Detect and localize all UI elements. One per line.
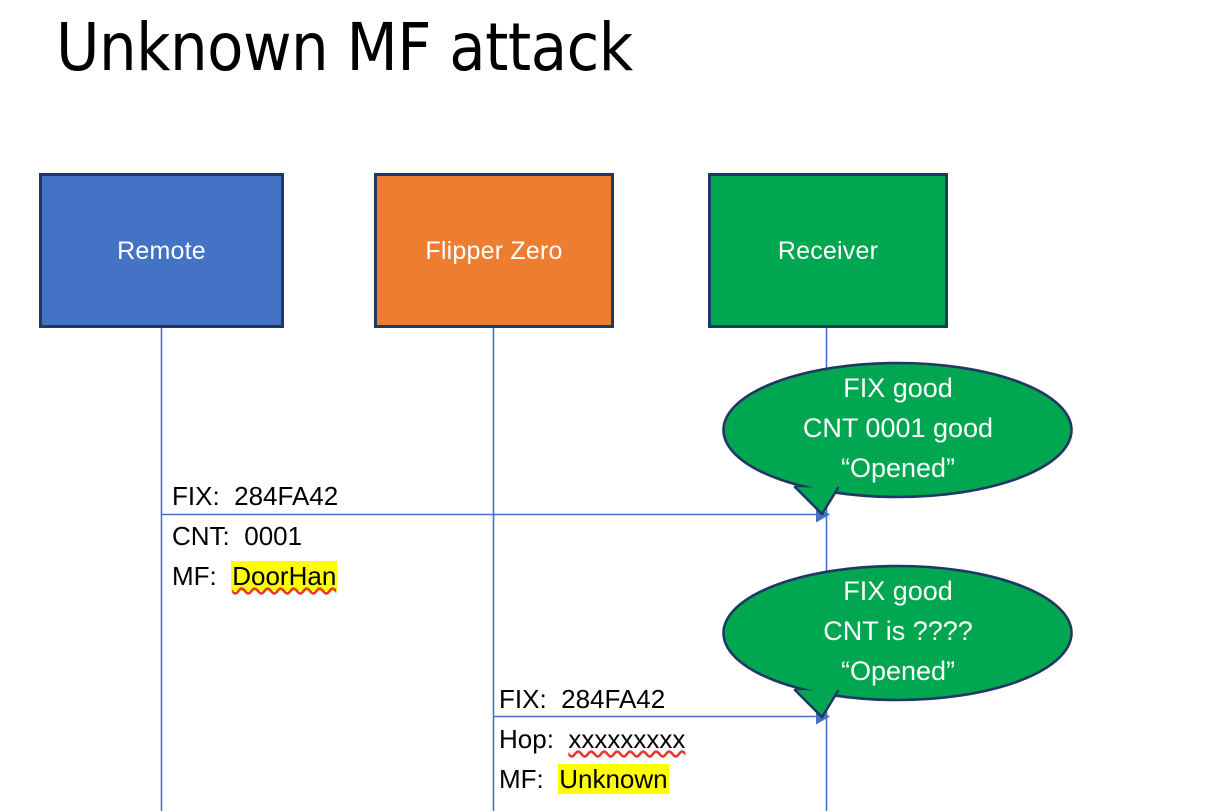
message-line-label: FIX:: [499, 684, 554, 714]
callout-text-second: FIX good CNT is ???? “Opened”: [723, 571, 1073, 691]
message-line: FIX: 284FA42: [172, 476, 338, 516]
message-line: FIX: 284FA42: [499, 679, 685, 719]
actor-box-receiver[interactable]: Receiver: [708, 173, 948, 328]
callout-line: “Opened”: [840, 656, 956, 686]
message-line-label: Hop:: [499, 724, 562, 754]
message-line: CNT: 0001: [172, 516, 338, 556]
actor-box-flipper[interactable]: Flipper Zero: [374, 173, 614, 328]
callout-line: CNT 0001 good: [802, 413, 994, 443]
actor-label-receiver: Receiver: [777, 236, 879, 265]
page-title: Unknown MF attack: [56, 9, 633, 86]
message-line-label: MF:: [172, 561, 224, 591]
message-line-value-highlighted: DoorHan: [231, 561, 338, 591]
callout-line: CNT is ????: [823, 616, 973, 646]
callout-line: FIX good: [843, 576, 953, 606]
callout-text-first: FIX good CNT 0001 good “Opened”: [723, 368, 1073, 488]
message-line-value: 284FA42: [561, 684, 666, 714]
callout-line: “Opened”: [840, 453, 956, 483]
message-line-label: CNT:: [172, 521, 237, 551]
message-line-label: FIX:: [172, 481, 227, 511]
message-line-value: 0001: [244, 521, 303, 551]
callout-line: FIX good: [843, 373, 953, 403]
message-line-value-highlighted: Unknown: [558, 764, 669, 794]
message-line: MF: DoorHan: [172, 556, 338, 596]
actor-label-flipper: Flipper Zero: [425, 236, 563, 265]
message-label-flipper-to-receiver: FIX: 284FA42 Hop: xxxxxxxxx MF: Unknown: [499, 679, 685, 799]
message-line-label: MF:: [499, 764, 551, 794]
message-line-value: 284FA42: [234, 481, 339, 511]
message-label-remote-to-receiver: FIX: 284FA42 CNT: 0001 MF: DoorHan: [172, 476, 338, 596]
actor-label-remote: Remote: [117, 236, 206, 265]
actor-box-remote[interactable]: Remote: [39, 173, 284, 328]
message-line: MF: Unknown: [499, 759, 685, 799]
callout-bubble-first: [722, 361, 1073, 516]
message-line-value: xxxxxxxxx: [568, 724, 686, 754]
message-line: Hop: xxxxxxxxx: [499, 719, 685, 759]
callout-bubble-second: [722, 564, 1073, 719]
